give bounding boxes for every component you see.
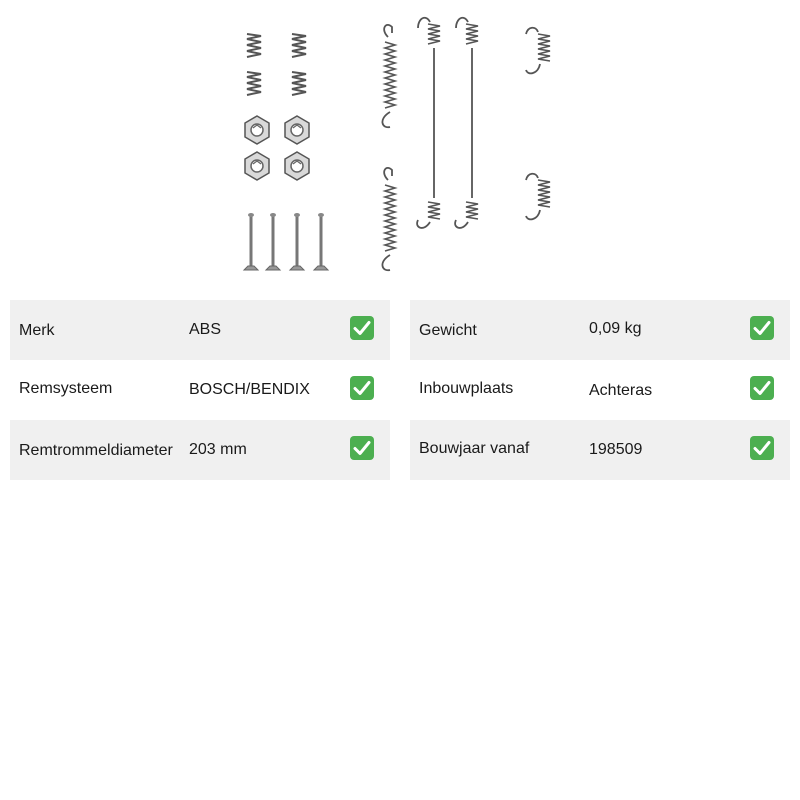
check-icon	[750, 316, 774, 340]
spec-row-weight: Gewicht 0,09 kg	[410, 300, 790, 360]
spec-label: Bouwjaar vanaf	[419, 440, 530, 457]
spec-table-right: Gewicht 0,09 kg Inbouwplaats Achteras Bo…	[410, 300, 790, 480]
check-icon	[350, 376, 374, 400]
spec-value: BOSCH/BENDIX	[189, 381, 310, 398]
spec-row-brand: Merk ABS	[10, 300, 390, 360]
check-icon	[350, 316, 374, 340]
spec-value: ABS	[189, 321, 222, 338]
brake-spring-kit-image	[242, 16, 551, 272]
spec-label: Remtrommeldiameter	[19, 442, 173, 459]
spec-row-brake-system: Remsysteem BOSCH/BENDIX	[10, 360, 390, 420]
spec-row-year-from: Bouwjaar vanaf 198509	[410, 420, 790, 480]
check-icon	[750, 376, 774, 400]
spec-value: 0,09 kg	[589, 320, 642, 337]
spec-value: 198509	[589, 441, 643, 458]
spec-value: 203 mm	[189, 441, 247, 458]
spec-value: Achteras	[589, 382, 653, 399]
spec-label: Gewicht	[419, 322, 477, 339]
spec-label: Remsysteem	[19, 380, 113, 397]
check-icon	[350, 436, 374, 460]
spec-row-mounting-position: Inbouwplaats Achteras	[410, 360, 790, 420]
spec-label: Inbouwplaats	[419, 380, 514, 397]
spec-label: Merk	[19, 322, 55, 339]
spec-row-drum-diameter: Remtrommeldiameter 203 mm	[10, 420, 390, 480]
check-icon	[750, 436, 774, 460]
spec-table-left: Merk ABS Remsysteem BOSCH/BENDIX Remtrom…	[10, 300, 390, 480]
